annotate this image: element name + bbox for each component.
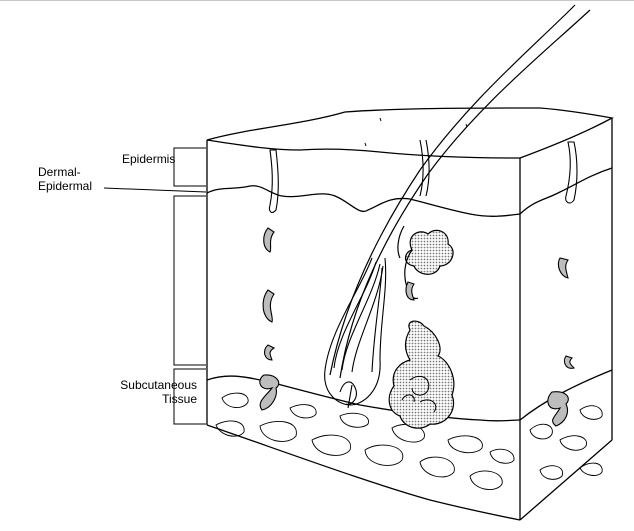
hair-follicle <box>324 257 387 409</box>
fat-lobules <box>215 392 603 491</box>
epidermis-front-surface <box>206 139 521 159</box>
side-junction <box>519 167 613 215</box>
sebaceous-gland <box>404 229 454 275</box>
bracket-dermis <box>173 195 206 366</box>
skin-surface-top <box>206 107 614 159</box>
bracket-epidermis <box>173 147 206 187</box>
layer-brackets <box>103 147 207 425</box>
label-dermal-epidermal: Dermal- Epidermal <box>38 165 92 193</box>
label-subcut-line2: Tissue <box>162 392 197 406</box>
sweat-gland <box>388 320 455 429</box>
label-dermal-line1: Dermal- <box>38 165 81 179</box>
sweat-ducts <box>259 139 578 427</box>
block-bottom-side-edge <box>519 439 613 521</box>
label-epidermis: Epidermis <box>122 152 176 166</box>
skin-block <box>206 107 614 521</box>
pointer-dermal-epidermal <box>103 187 207 193</box>
bracket-subcutaneous <box>173 368 206 425</box>
dermal-epidermal-junction <box>206 185 521 217</box>
label-subcutaneous-tissue: Subcutaneous Tissue <box>80 378 197 406</box>
surface-pores <box>364 117 468 147</box>
hair-shaft <box>329 4 591 379</box>
block-bottom-edge <box>206 424 521 521</box>
sebaceous-duct-inner <box>397 225 405 259</box>
sweat-gland-coils <box>401 375 437 413</box>
label-subcut-line1: Subcutaneous <box>120 378 197 392</box>
subcutaneous-boundary <box>206 375 521 422</box>
top-border <box>0 0 634 1</box>
label-dermal-line2: Epidermal <box>38 179 93 193</box>
